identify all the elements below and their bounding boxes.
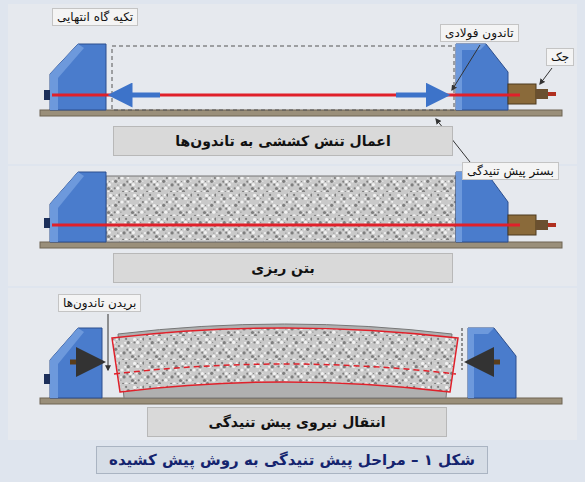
panel-ground bbox=[8, 288, 577, 440]
steel-tendon bbox=[52, 94, 520, 97]
end-support bbox=[44, 328, 102, 398]
panel-ground bbox=[8, 4, 577, 164]
tension-arrow bbox=[120, 93, 160, 98]
end-support bbox=[468, 328, 516, 398]
cut-marker bbox=[470, 360, 500, 365]
cut-label: بریدن تاندون‌ها bbox=[58, 294, 141, 312]
stage-caption-box: بتن ریزی bbox=[113, 253, 453, 283]
cut-line bbox=[462, 328, 463, 370]
leader-line bbox=[452, 45, 480, 90]
stage-caption: انتقال نیروی پیش تنیدگی bbox=[209, 414, 386, 430]
prestress-bed bbox=[40, 242, 562, 248]
end-support bbox=[456, 44, 508, 110]
stage-caption: اعمال تنش کششی به تاندون‌ها bbox=[175, 133, 390, 149]
form-outline bbox=[112, 46, 454, 110]
stage-caption-box: اعمال تنش کششی به تاندون‌ها bbox=[113, 126, 453, 156]
stage-caption: بتن ریزی bbox=[251, 260, 314, 276]
end-support bbox=[456, 172, 508, 242]
leader-line bbox=[540, 68, 552, 84]
stage-caption-box: انتقال نیروی پیش تنیدگی bbox=[147, 407, 447, 437]
tendon-label: تاندون فولادی bbox=[440, 24, 519, 42]
leader-line bbox=[108, 314, 109, 370]
panel-ground bbox=[8, 166, 577, 286]
tension-arrow bbox=[396, 93, 438, 98]
steel-tendon bbox=[52, 224, 520, 227]
figure-caption: شکل ۱ – مراحل پیش تنیدگی به روش پیش کشید… bbox=[96, 446, 488, 474]
prestress-bed bbox=[40, 110, 562, 116]
end-support bbox=[44, 44, 106, 110]
jack-label: جک bbox=[546, 48, 574, 66]
end-support bbox=[44, 172, 106, 242]
released-tendon bbox=[114, 364, 456, 374]
bed-label: بستر پیش تنیدگی bbox=[462, 162, 559, 180]
support-label: تکیه گاه انتهایی bbox=[52, 8, 138, 26]
cut-marker bbox=[70, 360, 100, 365]
concrete-beam bbox=[106, 176, 456, 242]
prestress-bed bbox=[40, 398, 562, 404]
cambered-beam bbox=[112, 328, 458, 392]
